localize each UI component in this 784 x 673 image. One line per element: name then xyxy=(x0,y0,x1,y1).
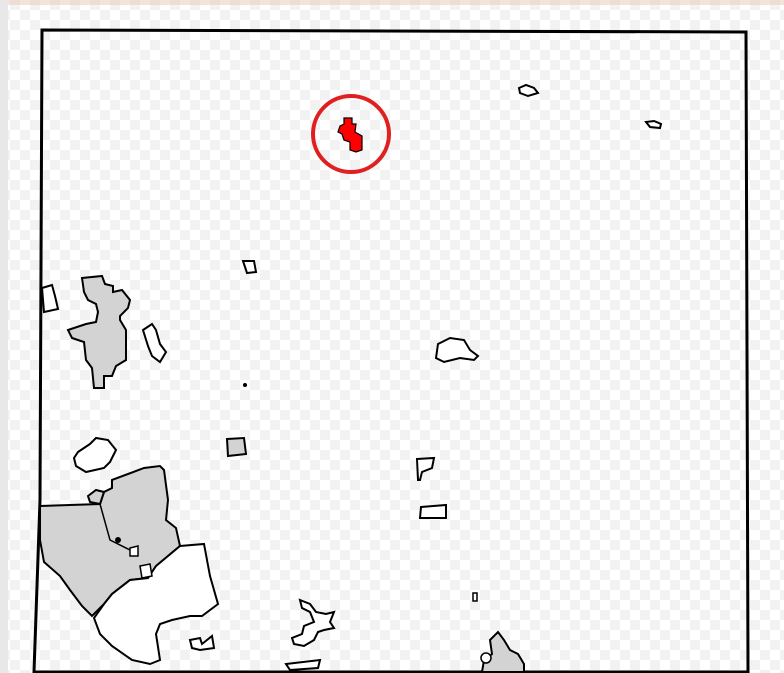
place-outline xyxy=(188,634,216,652)
place-outline xyxy=(434,336,480,364)
place-dot xyxy=(243,383,247,387)
place-outline xyxy=(141,322,168,364)
gray-place xyxy=(66,274,132,389)
place-outline xyxy=(241,260,258,275)
place-outline xyxy=(472,592,478,602)
place-outline xyxy=(72,436,118,474)
place-outline xyxy=(517,83,540,98)
highlight-circle-marker xyxy=(311,94,391,174)
place-outline xyxy=(418,503,447,519)
place-outline xyxy=(644,119,663,130)
place-outline xyxy=(290,598,336,648)
place-outline xyxy=(139,563,153,579)
left-edge-strip xyxy=(0,0,8,673)
gray-place xyxy=(480,630,525,673)
place-outline xyxy=(86,488,106,506)
place-outline xyxy=(92,542,220,666)
place-outline xyxy=(415,456,436,481)
gray-place xyxy=(225,436,248,458)
place-dot xyxy=(115,537,121,543)
place-outline xyxy=(284,658,322,672)
highlighted-place xyxy=(337,117,363,153)
top-edge-strip xyxy=(0,0,784,5)
place-internal-boundary xyxy=(99,503,131,551)
place-outline xyxy=(40,283,60,314)
county-boundary xyxy=(32,28,750,673)
place-outline xyxy=(480,652,492,664)
place-outline xyxy=(129,545,139,557)
